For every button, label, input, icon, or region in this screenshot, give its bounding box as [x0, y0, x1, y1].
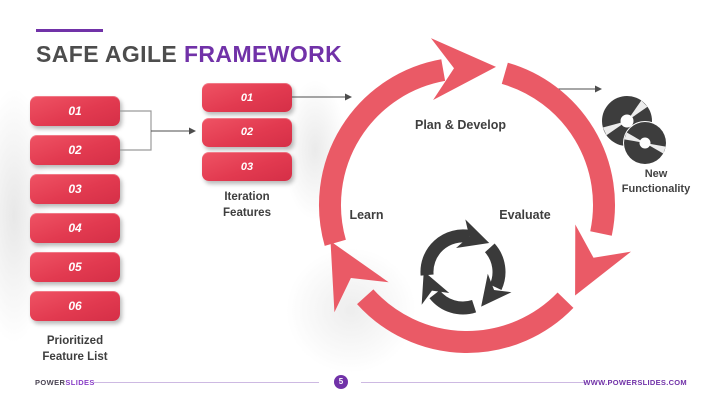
cycle-label-plan-develop: Plan & Develop [415, 118, 506, 132]
feature-box: 05 [30, 252, 120, 282]
title-accent-line [36, 29, 103, 32]
feature-box: 01 [30, 96, 120, 126]
title-part-gray: SAFE AGILE [36, 41, 178, 67]
feature-box: 04 [30, 213, 120, 243]
cycle-arrows-icon [318, 38, 632, 353]
connector-arrow [151, 127, 196, 135]
prioritized-feature-list-caption: Prioritized Feature List [42, 335, 108, 363]
iteration-box: 02 [202, 117, 292, 147]
feature-box: 06 [30, 291, 120, 321]
cd-discs-icon [602, 96, 667, 165]
cycle-label-evaluate: Evaluate [499, 208, 551, 222]
footer-divider-line [361, 382, 586, 383]
footer-brand-logo: POWERSLIDES [35, 378, 95, 387]
title-part-purple: FRAMEWORK [183, 41, 343, 67]
iteration-box: 03 [202, 152, 292, 181]
feature-box: 02 [30, 135, 120, 165]
iteration-loop-icon [420, 219, 512, 315]
connector-arrow [292, 93, 352, 101]
brand-part-slides: SLIDES [65, 378, 95, 387]
feature-box: 03 [30, 174, 120, 204]
brand-part-power: POWER [35, 378, 66, 387]
connector-bracket [120, 110, 152, 151]
iteration-box: 01 [202, 83, 292, 112]
iteration-features-caption: Iteration Features [223, 191, 271, 219]
prioritized-feature-list: 01 02 03 04 05 06 [30, 96, 120, 321]
iteration-features-list: 01 02 03 [202, 83, 292, 181]
page-title: SAFE AGILE FRAMEWORK [36, 41, 342, 68]
website-link[interactable]: WWW.POWERSLIDES.COM [583, 378, 687, 387]
cycle-label-learn: Learn [349, 208, 384, 222]
new-functionality-caption: New Functionality [621, 168, 691, 195]
page-number-badge: 5 [334, 375, 348, 389]
footer-divider-line [94, 382, 319, 383]
